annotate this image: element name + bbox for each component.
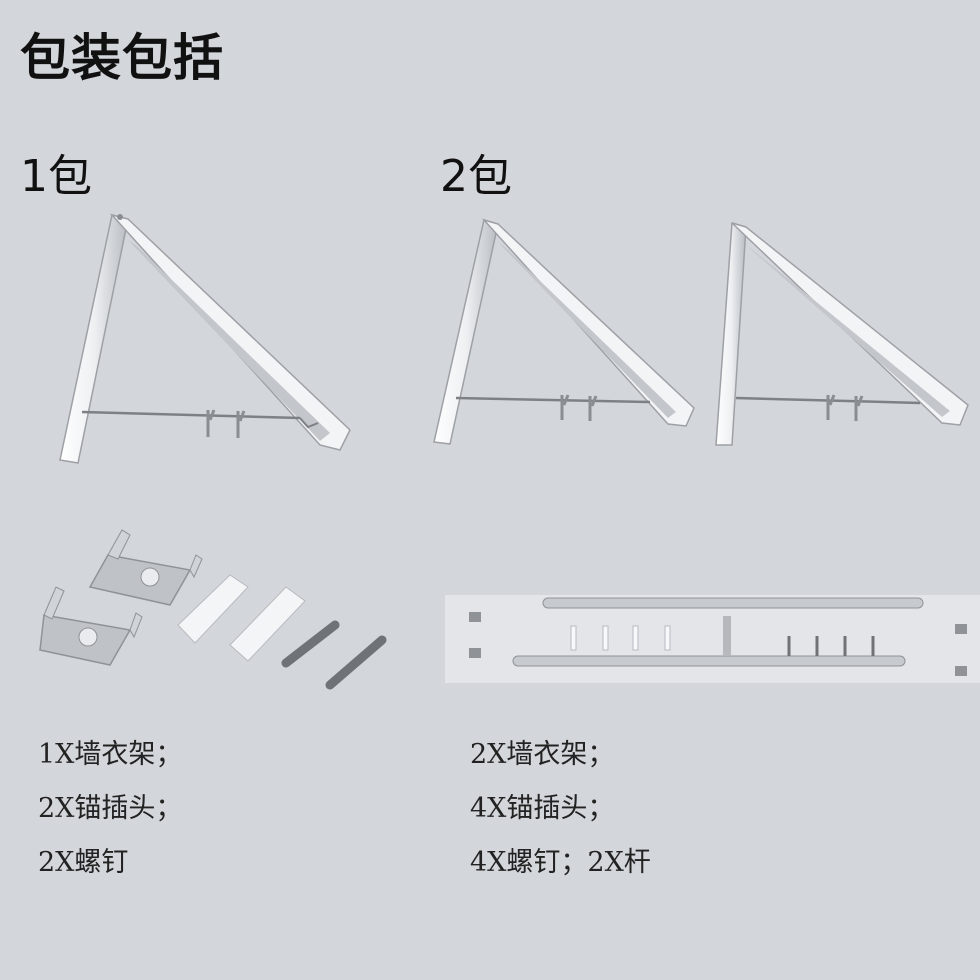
- pack-2-label: 2包: [440, 151, 512, 202]
- pack-2-bracket-image: [433, 218, 695, 445]
- pack-2-hardware-image: [445, 595, 980, 683]
- pack-1-item: 2X螺钉: [38, 847, 129, 878]
- pack-1-label: 1包: [20, 151, 92, 202]
- pack-1-item: 1X墙衣架；: [38, 739, 183, 770]
- page-title: 包装包括: [20, 29, 224, 87]
- pack-1-contents: 1X墙衣架； 2X锚插头； 2X螺钉: [38, 728, 182, 890]
- pack-1-item: 2X锚插头；: [38, 793, 183, 824]
- pack-2-bracket-image-2: [715, 222, 969, 446]
- pack-1-hardware-image: [39, 529, 387, 690]
- pack-2-item: 2X墙衣架；: [470, 739, 615, 770]
- pack-2-item: 4X锚插头；: [470, 793, 615, 824]
- pack-2-item: 4X螺钉；2X杆: [470, 847, 651, 878]
- pack-2-contents: 2X墙衣架； 4X锚插头； 4X螺钉；2X杆: [470, 728, 651, 890]
- pack-1-bracket-image: [59, 213, 351, 464]
